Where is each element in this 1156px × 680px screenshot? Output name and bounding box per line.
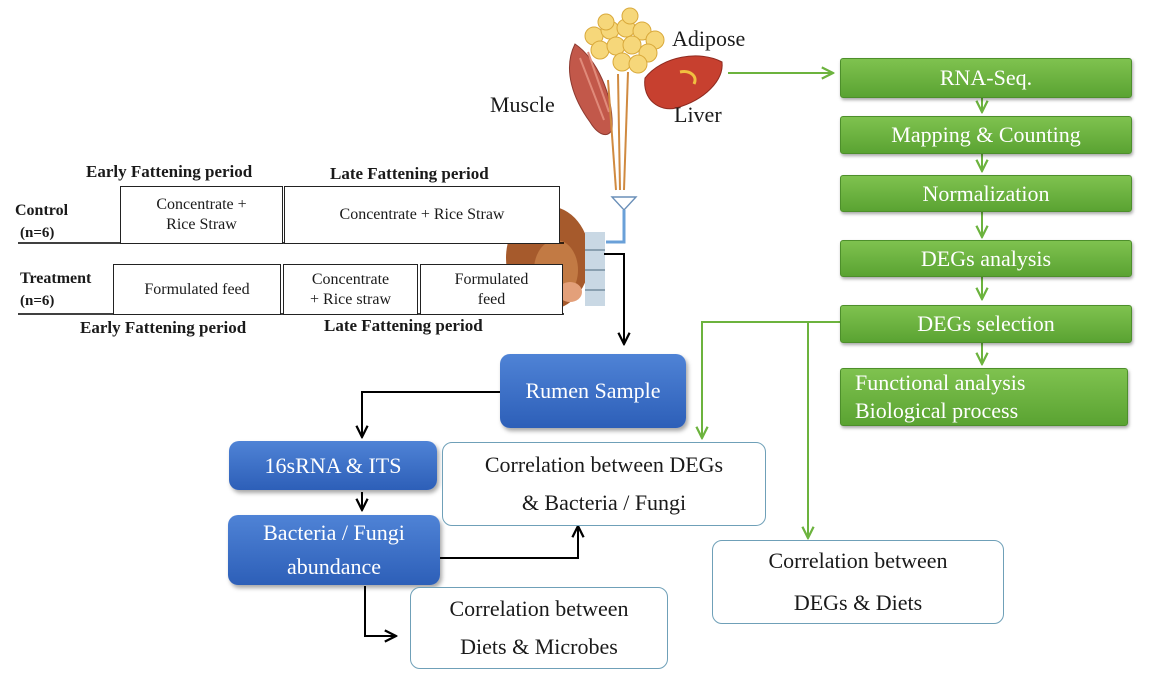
control-early-text-1: Concentrate + [156,196,247,213]
abundance-text-2: abundance [286,554,382,579]
liver-label: Liver [674,102,722,127]
diets-microbes-text-2: Diets & Microbes [460,634,618,659]
adipose-illustration [584,7,665,74]
treatment-early-cell: Formulated feed [113,264,281,315]
functional-analysis-text: Functional analysis [855,370,1026,395]
control-n: (n=6) [20,225,55,241]
early-period-header-bottom: Early Fattening period [80,318,247,337]
sequencing-box: 16sRNA & ITS [229,441,437,490]
treatment-late-b-text-2: feed [477,290,506,308]
adipose-label: Adipose [672,26,746,51]
control-early-cell: Concentrate + Rice Straw [120,186,283,244]
treatment-late-formulated-cell: Formulated feed [420,264,563,315]
degs-microbes-text-1: Correlation between DEGs [484,452,724,477]
treatment-late-a-text-2: + Rice straw [310,290,391,308]
muscle-illustration [568,43,613,135]
treatment-late-b-text-1: Formulated [454,270,529,288]
muscle-label: Muscle [490,92,555,117]
control-late-cell: Concentrate + Rice Straw [284,186,560,244]
diets-microbes-text-1: Correlation between [449,596,629,621]
tube-illustration [607,71,629,191]
mapping-counting-step: Mapping & Counting [840,116,1132,154]
abundance-text-1: Bacteria / Fungi [263,520,405,545]
liver-illustration [644,55,723,110]
degs-selection-step: DEGs selection [840,305,1132,343]
biological-process-text: Biological process [855,398,1019,423]
treatment-label: Treatment [20,270,92,287]
late-period-header-top: Late Fattening period [330,164,489,183]
degs-diets-text-2: DEGs & Diets [793,590,923,615]
rna-seq-step: RNA-Seq. [840,58,1132,98]
control-label: Control [15,202,69,219]
degs-analysis-step: DEGs analysis [840,240,1132,277]
treatment-late-a-text-1: Concentrate [311,270,390,288]
degs-microbes-correlation-box: Correlation between DEGs & Bacteria / Fu… [442,442,766,526]
control-early-text-2: Rice Straw [166,216,237,233]
treatment-n: (n=6) [20,293,55,309]
early-period-header-top: Early Fattening period [86,162,253,181]
late-period-header-bottom: Late Fattening period [324,316,483,335]
degs-diets-text-1: Correlation between [768,548,948,573]
diets-microbes-correlation-box: Correlation between Diets & Microbes [410,587,668,669]
treatment-late-concentrate-cell: Concentrate + Rice straw [283,264,418,315]
degs-diets-correlation-box: Correlation between DEGs & Diets [712,540,1004,624]
normalization-step: Normalization [840,175,1132,212]
abundance-box: Bacteria / Fungi abundance [228,515,440,585]
functional-analysis-step: Functional analysis Biological process [840,368,1128,426]
funnel-shape [610,196,638,212]
rumen-sample-box: Rumen Sample [500,354,686,428]
degs-microbes-text-2: & Bacteria / Fungi [521,490,687,515]
